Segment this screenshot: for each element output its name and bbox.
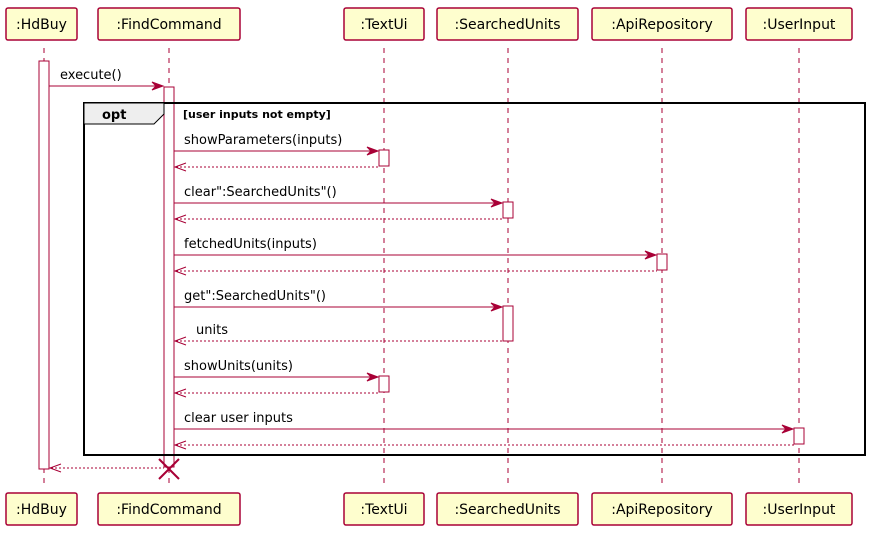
participant-textui-bottom: :TextUi [343, 492, 425, 526]
arrow-head [366, 146, 380, 156]
activation-userinput [793, 427, 805, 445]
participant-textui: :TextUi [343, 7, 425, 41]
fragment-frame [83, 102, 866, 456]
activation-searchedunits-2 [502, 305, 514, 342]
messages: execute() showParameters(inputs) clear":… [48, 68, 795, 473]
message-fetched-units: fetchedUnits(inputs) [173, 237, 658, 276]
fragment-guard: [user inputs not empty] [183, 108, 331, 121]
message-label: execute() [60, 68, 122, 83]
arrow-head [490, 302, 504, 312]
message-label: fetchedUnits(inputs) [184, 237, 317, 252]
activation-textui-1 [378, 149, 390, 167]
activation-searchedunits-1 [502, 201, 514, 219]
participants-bottom: :HdBuy :FindCommand :TextUi :SearchedUni… [5, 492, 853, 526]
activation-textui-2 [378, 375, 390, 393]
participant-label: :HdBuy [16, 17, 67, 33]
opt-fragment: opt [user inputs not empty] [83, 102, 866, 456]
participant-label: :TextUi [360, 502, 407, 518]
message-clear-user-inputs: clear user inputs [173, 411, 795, 450]
activation-apirepository [656, 253, 668, 271]
message-show-units: showUnits(units) [173, 359, 380, 398]
participant-searchedunits-bottom: :SearchedUnits [436, 492, 579, 526]
return-arrow-head [173, 388, 187, 398]
arrow-head [781, 424, 795, 434]
participant-userinput-bottom: :UserInput [745, 492, 853, 526]
return-arrow-head [48, 463, 62, 473]
participant-label: :SearchedUnits [454, 502, 560, 518]
activations [38, 60, 805, 470]
participant-label: :FindCommand [116, 502, 221, 518]
message-final-return [48, 463, 164, 473]
participant-userinput: :UserInput [745, 7, 853, 41]
return-arrow-head [173, 440, 187, 450]
participant-label: :UserInput [763, 17, 836, 33]
activation-findcommand [163, 86, 175, 468]
participant-label: :SearchedUnits [454, 17, 560, 33]
participant-label: :ApiRepository [611, 17, 713, 33]
message-label: showParameters(inputs) [184, 133, 342, 148]
message-execute: execute() [49, 68, 165, 91]
fragment-operator: opt [102, 108, 126, 123]
return-arrow-head [173, 266, 187, 276]
return-arrow-head [173, 336, 187, 346]
participant-label: :UserInput [763, 502, 836, 518]
message-units-return: units [173, 323, 503, 346]
participants-top: :HdBuy :FindCommand :TextUi :SearchedUni… [5, 7, 853, 41]
message-label: clear user inputs [184, 411, 293, 426]
participant-label: :FindCommand [116, 17, 221, 33]
message-label: clear":SearchedUnits"() [184, 185, 337, 200]
participant-label: :HdBuy [16, 502, 67, 518]
participant-findcommand-bottom: :FindCommand [97, 492, 241, 526]
participant-hdbuy: :HdBuy [5, 7, 78, 41]
activation-hdbuy [38, 60, 50, 470]
participant-apirepository-bottom: :ApiRepository [591, 492, 733, 526]
participant-findcommand: :FindCommand [97, 7, 241, 41]
message-get-searched-units: get":SearchedUnits"() [174, 289, 504, 312]
arrow-head [490, 198, 504, 208]
participant-apirepository: :ApiRepository [591, 7, 733, 41]
return-arrow-head [173, 214, 187, 224]
message-clear-searched-units: clear":SearchedUnits"() [173, 185, 504, 224]
message-label: units [196, 323, 228, 338]
message-label: showUnits(units) [184, 359, 293, 374]
participant-label: :TextUi [360, 17, 407, 33]
arrow-head [151, 81, 165, 91]
return-arrow-head [173, 162, 187, 172]
destroy-marker [158, 458, 180, 480]
message-label: get":SearchedUnits"() [184, 289, 326, 304]
message-show-parameters: showParameters(inputs) [173, 133, 380, 172]
participant-label: :ApiRepository [611, 502, 713, 518]
arrow-head [644, 250, 658, 260]
participant-hdbuy-bottom: :HdBuy [5, 492, 78, 526]
fragment-tab [83, 102, 165, 125]
participant-searchedunits: :SearchedUnits [436, 7, 579, 41]
arrow-head [366, 372, 380, 382]
